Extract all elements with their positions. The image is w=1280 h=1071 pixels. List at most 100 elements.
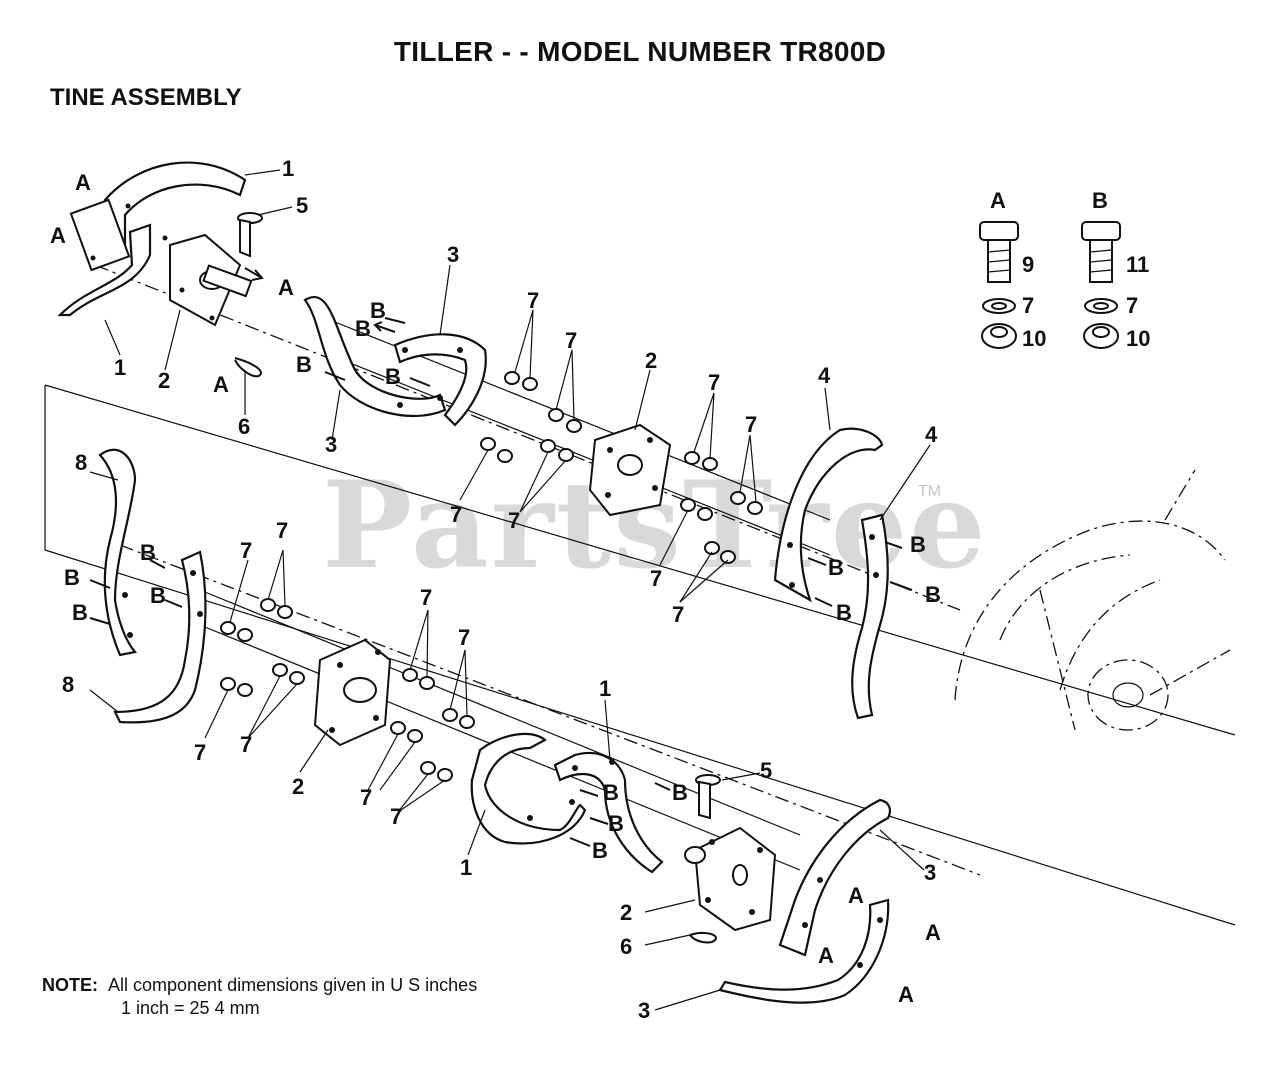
diagram-title: TILLER - - MODEL NUMBER TR800D xyxy=(393,36,887,67)
callout-7: 7 xyxy=(390,804,402,829)
lock-washers-7-lower xyxy=(220,598,475,782)
callout-7: 7 xyxy=(508,508,520,533)
trademark: TM xyxy=(918,483,942,500)
tine-8-pair xyxy=(98,448,207,724)
callout-a: A xyxy=(278,275,294,300)
callout-b: B xyxy=(828,555,844,580)
callout-1: 1 xyxy=(460,855,472,880)
tine-3-lower-pair xyxy=(718,798,891,1004)
clevis-pin-5-lower xyxy=(695,774,721,820)
key-a-letter: A xyxy=(990,188,1006,213)
direction-arrows xyxy=(89,267,913,847)
tine-4-pair xyxy=(773,427,889,720)
bracket-2-lower-right xyxy=(684,826,777,932)
hairpin-clip-6-upper xyxy=(234,357,262,378)
callout-b: B xyxy=(836,600,852,625)
callout-7: 7 xyxy=(458,625,470,650)
callout-7: 7 xyxy=(194,740,206,765)
callout-b: B xyxy=(672,780,688,805)
callout-b: B xyxy=(140,540,156,565)
key-a-bolt-number: 9 xyxy=(1022,252,1034,277)
callout-a: A xyxy=(925,920,941,945)
callout-a: A xyxy=(75,170,91,195)
key-a-washer-number: 7 xyxy=(1022,293,1034,318)
callout-5: 5 xyxy=(296,193,308,218)
callout-1: 1 xyxy=(599,676,611,701)
callout-7: 7 xyxy=(672,602,684,627)
assembly-frame xyxy=(44,384,1236,926)
callout-b: B xyxy=(355,316,371,341)
callout-b: B xyxy=(608,811,624,836)
note-line-2: 1 inch = 25 4 mm xyxy=(121,998,260,1018)
callout-7: 7 xyxy=(745,412,757,437)
callout-3: 3 xyxy=(924,860,936,885)
callout-3: 3 xyxy=(447,242,459,267)
tine-1-lower-pair xyxy=(470,732,664,874)
callout-5: 5 xyxy=(760,758,772,783)
callout-a: A xyxy=(898,982,914,1007)
callout-a: A xyxy=(818,943,834,968)
hairpin-clip-6-lower xyxy=(689,931,717,944)
callout-7: 7 xyxy=(527,288,539,313)
callout-1: 1 xyxy=(114,355,126,380)
lock-washers-7-upper xyxy=(480,371,763,564)
callout-b: B xyxy=(64,565,80,590)
callout-7: 7 xyxy=(450,502,462,527)
callout-b: B xyxy=(370,298,386,323)
callout-7: 7 xyxy=(240,538,252,563)
callout-6: 6 xyxy=(620,934,632,959)
callout-8: 8 xyxy=(75,450,87,475)
callout-7: 7 xyxy=(240,732,252,757)
callout-7: 7 xyxy=(708,370,720,395)
callout-b: B xyxy=(150,583,166,608)
callout-4: 4 xyxy=(818,363,831,388)
callout-7: 7 xyxy=(276,518,288,543)
callout-8: 8 xyxy=(62,672,74,697)
callout-1: 1 xyxy=(282,156,294,181)
callout-b: B xyxy=(910,532,926,557)
section-title: TINE ASSEMBLY xyxy=(50,84,242,111)
shaft-axis-lines xyxy=(94,264,981,876)
note-line-1: All component dimensions given in U S in… xyxy=(108,975,478,995)
callout-7: 7 xyxy=(650,566,662,591)
callout-3: 3 xyxy=(638,998,650,1023)
key-a-nut-number: 10 xyxy=(1022,326,1046,351)
hub-2-upper-center xyxy=(588,423,672,517)
callout-leader-lines xyxy=(89,169,931,1011)
callout-6: 6 xyxy=(238,414,250,439)
tine-3-upper-pair xyxy=(303,296,487,427)
hardware-key-b-icons xyxy=(1081,221,1121,349)
hardware-key-labels: A 9 7 10 B 11 7 10 xyxy=(990,188,1150,351)
callout-b: B xyxy=(296,352,312,377)
callout-b: B xyxy=(603,780,619,805)
callout-4: 4 xyxy=(925,422,938,447)
callout-2: 2 xyxy=(292,774,304,799)
hub-2-lower-center xyxy=(313,638,392,747)
callout-a: A xyxy=(213,372,229,397)
callout-2: 2 xyxy=(645,348,657,373)
callout-7: 7 xyxy=(420,585,432,610)
callout-b: B xyxy=(925,582,941,607)
key-b-nut-number: 10 xyxy=(1126,326,1150,351)
key-b-bolt-number: 11 xyxy=(1126,252,1149,277)
callout-a: A xyxy=(50,223,66,248)
callout-b: B xyxy=(385,364,401,389)
tine-1-upper-left xyxy=(57,161,247,317)
callout-2: 2 xyxy=(620,900,632,925)
hardware-key-a-icons xyxy=(979,221,1019,349)
callout-7: 7 xyxy=(565,328,577,353)
key-b-letter: B xyxy=(1092,188,1108,213)
tiller-housing-phantom xyxy=(954,469,1231,731)
dimension-note: NOTE:All component dimensions given in U… xyxy=(42,974,477,1020)
key-b-washer-number: 7 xyxy=(1126,293,1138,318)
callout-b: B xyxy=(592,838,608,863)
callout-2: 2 xyxy=(158,368,170,393)
callout-3: 3 xyxy=(325,432,337,457)
bracket-2-upper-left xyxy=(162,233,253,327)
callout-b: B xyxy=(72,600,88,625)
callout-labels: 1 5 A A A 1 2 A 6 3 B B B B 3 7 7 2 7 7 … xyxy=(50,156,941,1023)
callout-a: A xyxy=(848,883,864,908)
clevis-pin-5-upper xyxy=(237,212,263,258)
